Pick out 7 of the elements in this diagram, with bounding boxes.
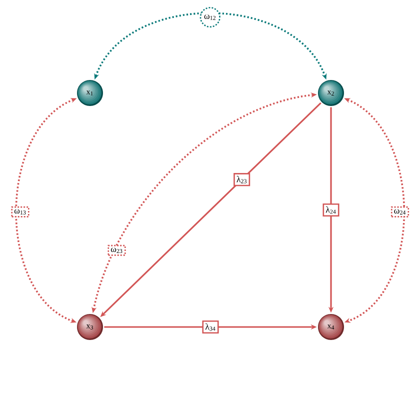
edge-label: ω$_{12}$ [200,6,220,28]
edge-label: ω$_{24}$ [390,206,410,218]
edge-label: λ$_{34}$ [202,320,219,334]
edge-label: ω$_{23}$ [108,244,126,256]
edge-label: ω$_{13}$ [11,206,30,218]
edge-label: λ$_{24}$ [322,204,340,217]
edge-label: λ$_{23}$ [234,173,250,186]
